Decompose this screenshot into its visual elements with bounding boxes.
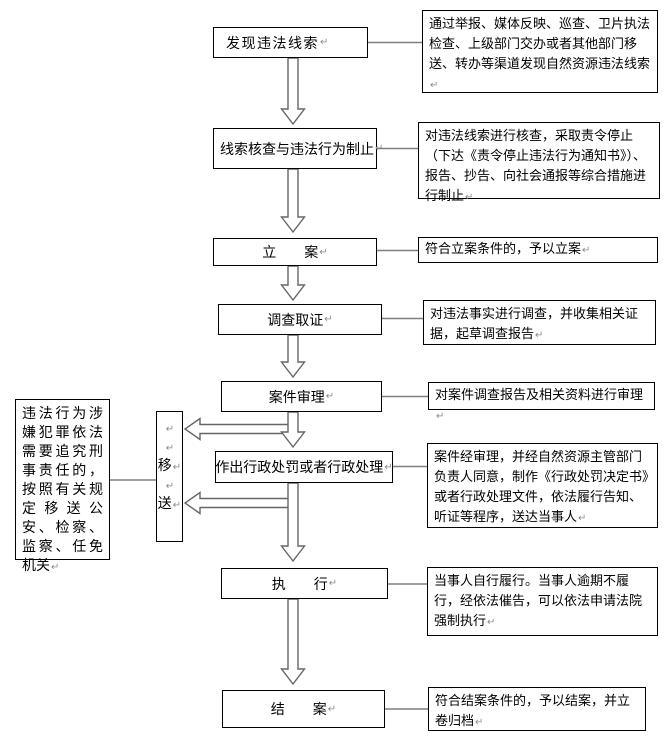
flow-step-case-review: 案件审理↵ [221, 381, 382, 412]
flow-step-discover-clues: 发现违法线索↵ [213, 27, 368, 58]
transfer-row: 移↵ [157, 457, 182, 476]
note-execute: 当事人自行履行。当事人逾期不履行，经依法催告，可以依法申请法院强制执行↵ [427, 567, 658, 636]
return-mark: ↵ [582, 245, 591, 256]
transfer-char: 送 [157, 496, 172, 512]
return-mark: ↵ [324, 314, 333, 325]
return-mark: ↵ [384, 461, 393, 473]
return-mark: ↵ [578, 513, 587, 524]
return-mark: ↵ [535, 330, 544, 341]
return-mark: ↵ [430, 80, 439, 91]
transfer-row: 送↵ [157, 495, 182, 514]
return-mark: ↵ [165, 424, 175, 435]
note-text: 通过举报、媒体反映、巡查、卫片执法检查、上级部门交办或者其他部门移送、转办等渠道… [429, 17, 651, 72]
note-text: 案件经审理，并经自然资源主管部门负责人同意，制作《行政处罚决定书》或者行政处理文… [434, 450, 649, 525]
return-mark: ↵ [172, 462, 182, 473]
return-mark: ↵ [375, 143, 384, 154]
flow-step-label: 案件审理 [268, 389, 325, 406]
flow-step-label: 立 案 [262, 245, 319, 261]
flow-step-decision: 作出行政处罚或者行政处理↵ [215, 451, 393, 483]
flow-step-label: 作出行政处罚或者行政处理 [215, 460, 384, 476]
down-arrow [280, 168, 306, 234]
return-mark: ↵ [165, 481, 175, 492]
return-mark: ↵ [436, 411, 445, 422]
down-arrow [280, 598, 306, 686]
note-text: 对案件调查报告及相关资料进行审理 [435, 388, 644, 403]
return-mark: ↵ [475, 717, 484, 728]
down-arrow [280, 265, 306, 302]
note-decision: 案件经审理，并经自然资源主管部门负责人同意，制作《行政处罚决定书》或者行政处理文… [427, 443, 658, 528]
transfer-row: ↵ [157, 419, 182, 438]
return-mark: ↵ [487, 617, 496, 628]
down-arrow [280, 482, 306, 563]
return-mark: ↵ [172, 500, 182, 511]
note-close-case: 符合结案条件的，予以结案，并立卷归档↵ [428, 687, 646, 731]
note-investigate-evidence: 对违法事实进行调查，并收集相关证据，起草调查报告↵ [423, 300, 656, 345]
flow-step-execute: 执 行↵ [221, 568, 388, 599]
note-discover-clues: 通过举报、媒体反映、巡查、卫片执法检查、上级部门交办或者其他部门移送、转办等渠道… [422, 10, 658, 93]
note-text: 符合结案条件的，予以结案，并立卷归档 [435, 694, 631, 729]
note-text: 对违法事实进行调查，并收集相关证据，起草调查报告 [430, 307, 639, 342]
transfer-note-text: 违法行为涉嫌犯罪依法需要追究刑事责任的，按照有关规定移送公安、检察、监察、任免机… [22, 406, 103, 574]
flow-step-label: 执 行 [271, 576, 328, 593]
note-verify-and-stop: 对违法线索进行核查，采取责令停止（下达《责令停止违法行为通知书》）、报告、抄告、… [418, 122, 660, 204]
return-mark: ↵ [320, 37, 329, 48]
note-file-case: 符合立案条件的，予以立案↵ [418, 237, 658, 263]
note-text: 对违法线索进行核查，采取责令停止（下达《责令停止违法行为通知书》）、报告、抄告、… [425, 129, 647, 204]
flow-step-label: 发现违法线索 [226, 35, 319, 52]
flow-step-verify-and-stop: 线索核查与违法行为制止↵ [213, 128, 383, 169]
transfer-char: 移 [157, 458, 172, 474]
return-mark: ↵ [328, 578, 338, 589]
transfer-row: ↵ [157, 476, 182, 495]
flow-step-close-case: 结 案↵ [222, 690, 385, 728]
left-arrow [183, 491, 297, 515]
transfer-note-box: 违法行为涉嫌犯罪依法需要追究刑事责任的，按照有关规定移送公安、检察、监察、任免机… [15, 399, 110, 574]
transfer-row: ↵ [157, 438, 182, 457]
note-text: 当事人自行履行。当事人逾期不履行，经依法催告，可以依法申请法院强制执行 [434, 574, 643, 629]
left-arrow [183, 417, 297, 441]
note-case-review: 对案件调查报告及相关资料进行审理 ↵ [428, 382, 655, 422]
flow-step-label: 结 案 [270, 702, 327, 718]
return-mark: ↵ [51, 562, 60, 573]
down-arrow [280, 334, 306, 379]
down-arrow [280, 411, 306, 449]
flow-step-label: 线索核查与违法行为制止 [220, 141, 374, 158]
return-mark: ↵ [325, 391, 335, 402]
return-mark: ↵ [165, 443, 175, 454]
transfer-box: ↵ ↵ 移↵ ↵ 送↵ [156, 411, 183, 542]
return-mark: ↵ [319, 246, 328, 258]
flow-step-label: 调查取证 [267, 312, 324, 329]
return-mark: ↵ [465, 192, 474, 203]
return-mark: ↵ [327, 703, 337, 715]
flow-step-file-case: 立 案↵ [213, 238, 377, 266]
note-text: 符合立案条件的，予以立案 [425, 242, 582, 257]
flow-step-investigate-evidence: 调查取证↵ [218, 304, 382, 335]
down-arrow [280, 57, 306, 126]
